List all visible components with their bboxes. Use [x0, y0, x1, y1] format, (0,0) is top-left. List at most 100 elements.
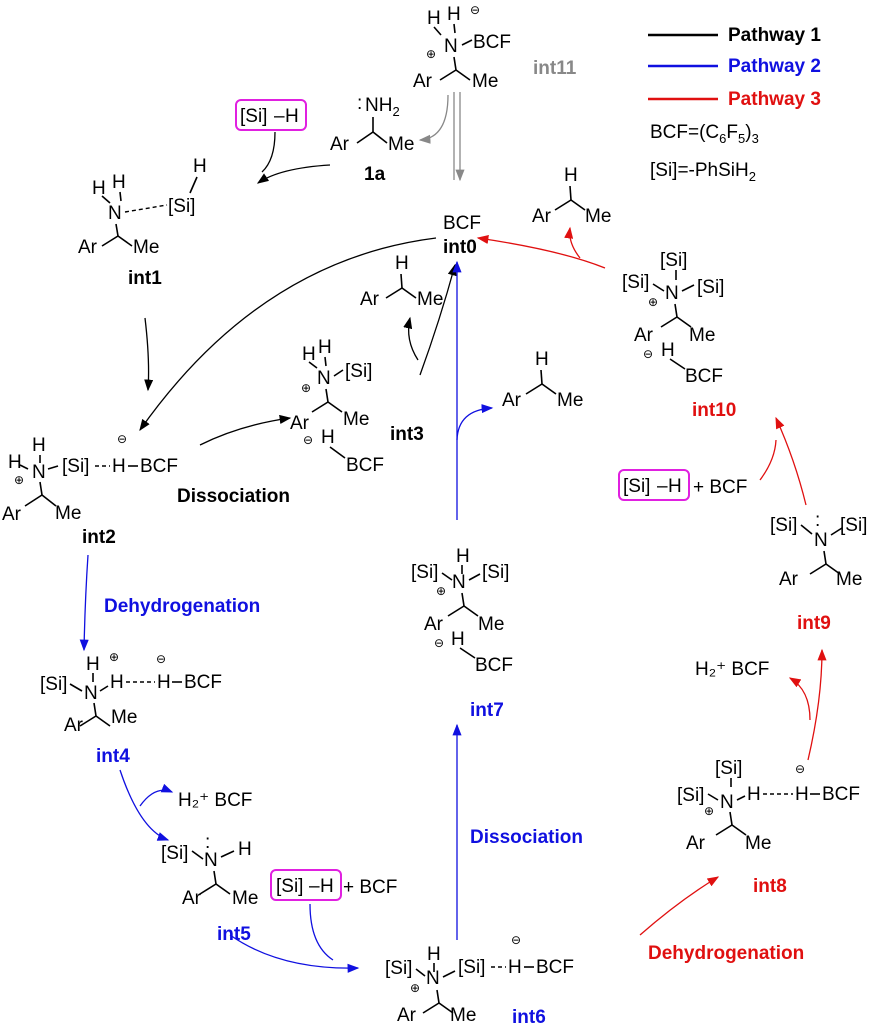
svg-text:H: H: [302, 344, 316, 365]
svg-text:H: H: [318, 337, 332, 358]
svg-text:Ar: Ar: [779, 569, 799, 590]
svg-text:⊕: ⊕: [301, 381, 311, 395]
svg-text:Me: Me: [836, 569, 862, 590]
svg-text:⊖: ⊖: [795, 762, 805, 776]
svg-text:+ BCF: + BCF: [693, 477, 747, 498]
svg-text:BCF: BCF: [140, 456, 178, 477]
svg-text:N: N: [108, 203, 122, 224]
svg-text:⊖: ⊖: [303, 433, 313, 447]
label-int0: int0: [443, 237, 477, 258]
svg-text:[Si]: [Si]: [345, 361, 372, 382]
svg-text:⊕: ⊕: [648, 295, 658, 309]
svg-text::: :: [357, 93, 362, 114]
legend-si-definition: [Si]=-PhSiH2: [650, 160, 756, 184]
svg-text:[Si]: [Si]: [623, 476, 650, 497]
svg-text:N: N: [814, 530, 828, 551]
arrow-int4-to-int5: [119, 769, 170, 841]
svg-text:⊖: ⊖: [470, 3, 480, 17]
svg-text:Ar: Ar: [424, 614, 444, 635]
svg-text:Me: Me: [133, 237, 159, 258]
label-1a: 1a: [364, 164, 386, 185]
svg-text:⊕: ⊕: [109, 650, 119, 664]
svg-text:⊖: ⊖: [434, 636, 444, 650]
arrow-int10-to-int0: [476, 235, 606, 269]
svg-text:BCF: BCF: [184, 672, 222, 693]
int5-structure: [Si] : N H Ar Me int5: [161, 832, 258, 945]
svg-text:Me: Me: [472, 71, 498, 92]
svg-text:H: H: [321, 427, 335, 448]
int9-structure: [Si] : N [Si] Ar Me int9: [770, 510, 867, 634]
silane-box-bottom: [270, 869, 342, 901]
svg-text:H: H: [427, 8, 441, 29]
silane-box-top: [235, 99, 307, 131]
arrow-int11-to-1a: [418, 94, 449, 144]
svg-text:⊕: ⊕: [426, 47, 436, 61]
svg-text:[Si]: [Si]: [660, 250, 687, 271]
svg-text:[Si]: [Si]: [168, 196, 195, 217]
svg-text:⊖: ⊖: [156, 652, 166, 666]
svg-text:Me: Me: [111, 707, 137, 728]
arrow-int0-to-int2: [139, 237, 437, 432]
svg-text:N: N: [665, 283, 679, 304]
label-int9: int9: [797, 613, 831, 634]
int1-structure: H H N [Si] H Ar Me int1: [78, 156, 207, 289]
svg-text:Me: Me: [417, 289, 443, 310]
arrow-int2-to-int4: [79, 554, 89, 652]
svg-text:N: N: [720, 792, 734, 813]
legend-pathway-1: Pathway 1: [728, 25, 821, 46]
int8-structure: [Si] [Si] N ⊕ H H ⊖ BCF Ar Me int8: [677, 758, 860, 897]
svg-text:BCF: BCF: [475, 655, 513, 676]
step-dissociation-1: Dissociation: [177, 486, 290, 507]
label-int7: int7: [470, 700, 504, 721]
svg-text:[Si]: [Si]: [715, 758, 742, 779]
svg-text:[Si]: [Si]: [276, 876, 303, 897]
svg-text:H: H: [564, 165, 578, 186]
svg-text:H: H: [8, 452, 22, 473]
svg-text:Ar: Ar: [360, 289, 380, 310]
svg-text:[Si]: [Si]: [240, 106, 267, 127]
svg-text:N: N: [204, 850, 218, 871]
int6-structure: H [Si] N ⊕ [Si] H ⊖ BCF Ar Me int6: [385, 933, 574, 1028]
svg-text:Ar: Ar: [78, 237, 98, 258]
label-int11: int11: [533, 58, 577, 79]
svg-text:H: H: [32, 435, 46, 456]
svg-text:[Si]: [Si]: [458, 957, 485, 978]
svg-text:BCF: BCF: [685, 366, 723, 387]
arrow-int9-to-int10: [775, 416, 807, 506]
svg-text:Me: Me: [557, 390, 583, 411]
svg-text:[Si]: [Si]: [677, 785, 704, 806]
svg-text:+ BCF: + BCF: [343, 877, 397, 898]
svg-text:⊖: ⊖: [643, 347, 653, 361]
svg-text:Me: Me: [55, 503, 81, 524]
svg-text:⊕: ⊕: [410, 981, 420, 995]
svg-text:⊕: ⊕: [704, 804, 714, 818]
svg-text:[Si]: [Si]: [161, 843, 188, 864]
svg-text:BCF: BCF: [346, 455, 384, 476]
svg-text:H: H: [456, 546, 470, 567]
int0-structure: BCF int0: [443, 213, 481, 258]
svg-text:N: N: [317, 368, 331, 389]
svg-text:–: –: [657, 476, 668, 497]
arrow-int1-to-int2: [144, 317, 154, 392]
arrow-int8-to-int9: [807, 648, 827, 761]
svg-text:Me: Me: [585, 206, 611, 227]
step-dissociation-2: Dissociation: [470, 827, 583, 848]
arrow-int2-to-int3: [199, 414, 292, 446]
product-arene-int3: H Ar Me: [360, 253, 443, 310]
svg-text:[Si]: [Si]: [411, 562, 438, 583]
svg-text:[Si]: [Si]: [840, 515, 867, 536]
svg-text:[Si]: [Si]: [622, 272, 649, 293]
arrow-1a-to-int1: [256, 164, 331, 184]
legend-pathway-2: Pathway 2: [728, 56, 821, 77]
svg-text:Ar: Ar: [413, 71, 433, 92]
svg-text:H: H: [157, 672, 171, 693]
step-dehydrogenation-3: Dehydrogenation: [648, 943, 804, 964]
label-int5: int5: [217, 924, 251, 945]
svg-text:H: H: [112, 172, 126, 193]
svg-text:H: H: [92, 178, 106, 199]
svg-text:Me: Me: [343, 409, 369, 430]
svg-text:H: H: [508, 957, 522, 978]
int2-structure: H H N ⊕ [Si] H ⊖ BCF Ar Me int2 Dissocia…: [2, 432, 290, 548]
svg-text:Me: Me: [388, 134, 414, 155]
svg-text:[Si]: [Si]: [697, 277, 724, 298]
